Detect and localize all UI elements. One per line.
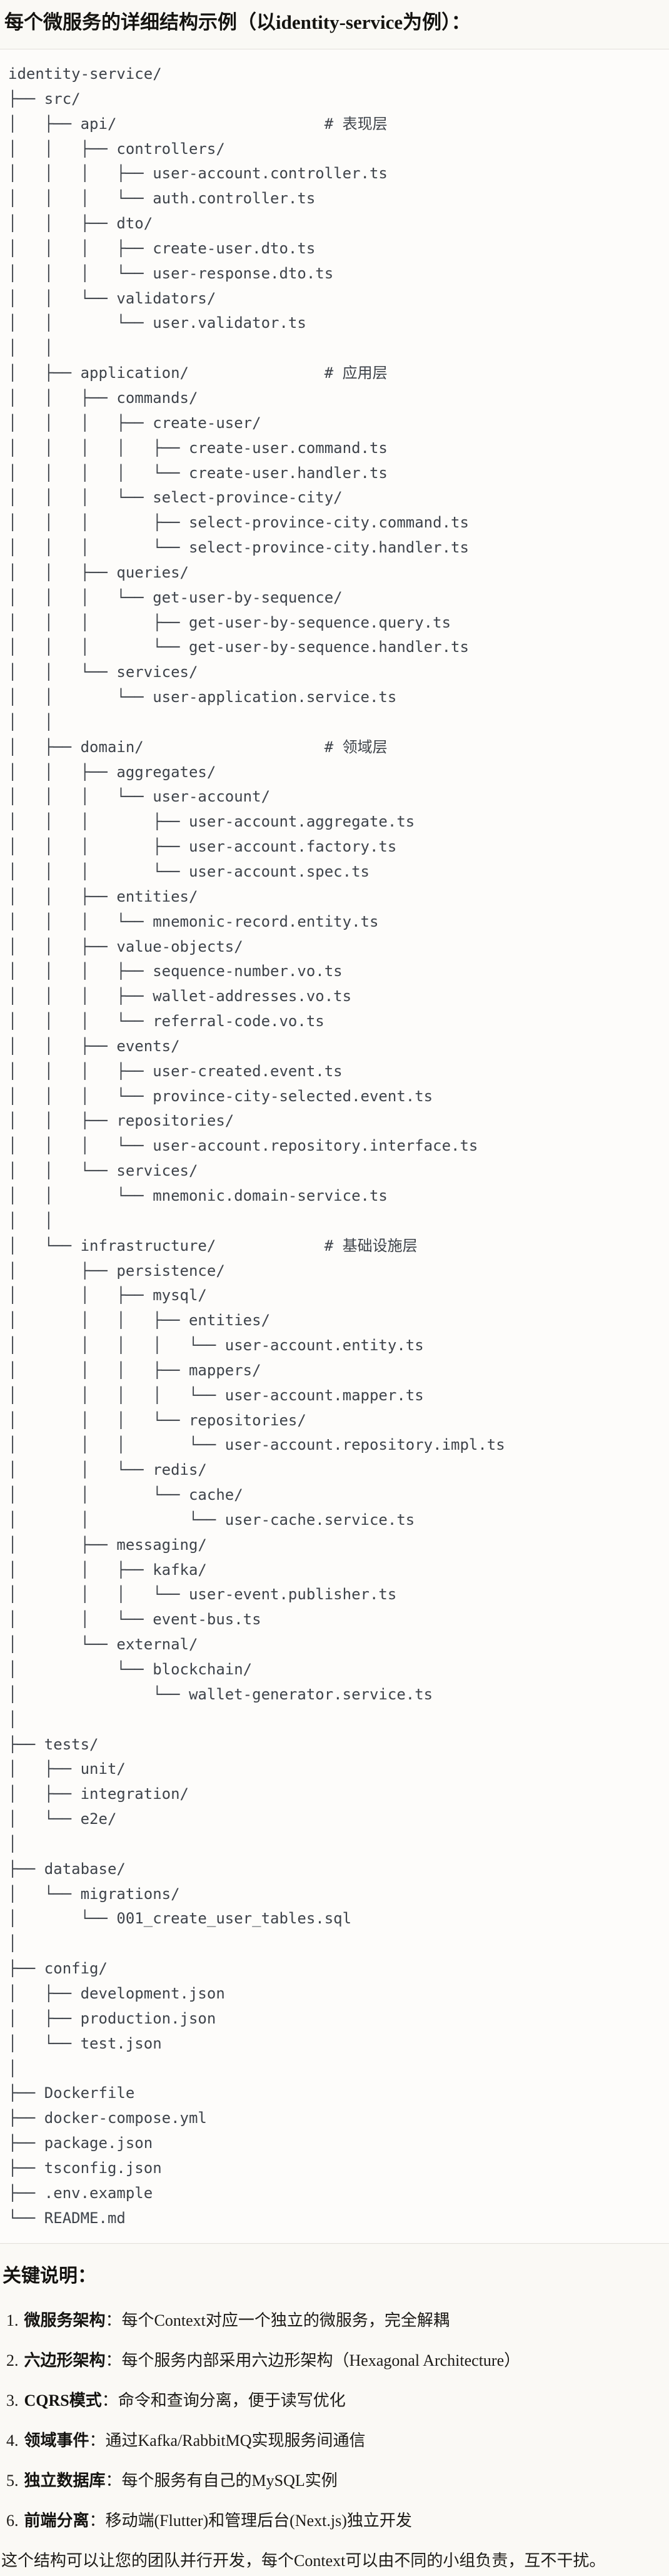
note-description: ：每个Context对应一个独立的微服务，完全解耦 xyxy=(105,2311,450,2330)
note-description: ：每个服务有自己的MySQL实例 xyxy=(105,2472,338,2490)
note-number: 2. xyxy=(6,2351,19,2370)
directory-tree-text: identity-service/ ├── src/ │ ├── api/ # … xyxy=(8,65,505,2227)
note-item-4: 4. 领域事件：通过Kafka/RabbitMQ实现服务间通信 xyxy=(6,2430,664,2451)
closing-paragraph: 这个结构可以让您的团队并行开发，每个Context可以由不同的小组负责，互不干扰… xyxy=(1,2552,606,2570)
note-description: ：每个服务内部采用六边形架构（Hexagonal Architecture） xyxy=(105,2351,521,2370)
note-term: 前端分离 xyxy=(24,2512,89,2530)
note-description: ：命令和查询分离，便于读写优化 xyxy=(101,2391,346,2410)
note-term: 领域事件 xyxy=(24,2431,89,2450)
directory-tree-code-block: identity-service/ ├── src/ │ ├── api/ # … xyxy=(0,49,669,2244)
note-term: CQRS模式 xyxy=(24,2391,102,2410)
note-item-3: 3. CQRS模式：命令和查询分离，便于读写优化 xyxy=(6,2390,664,2411)
note-number: 6. xyxy=(6,2512,19,2530)
note-number: 3. xyxy=(6,2391,19,2410)
note-description: ：移动端(Flutter)和管理后台(Next.js)独立开发 xyxy=(89,2512,412,2530)
notes-list: 1. 微服务架构：每个Context对应一个独立的微服务，完全解耦 2. 六边形架构… xyxy=(0,2310,669,2531)
note-item-1: 1. 微服务架构：每个Context对应一个独立的微服务，完全解耦 xyxy=(6,2310,664,2331)
note-term: 独立数据库 xyxy=(24,2472,106,2490)
note-item-5: 5. 独立数据库：每个服务有自己的MySQL实例 xyxy=(6,2470,664,2491)
note-description: ：通过Kafka/RabbitMQ实现服务间通信 xyxy=(89,2431,366,2450)
note-number: 5. xyxy=(6,2472,19,2490)
note-term: 六边形架构 xyxy=(24,2351,106,2370)
note-term: 微服务架构 xyxy=(24,2311,106,2330)
page-title: 每个微服务的详细结构示例（以identity-service为例）： xyxy=(4,11,471,33)
notes-heading: 关键说明： xyxy=(3,2266,96,2287)
note-number: 1. xyxy=(6,2311,19,2330)
note-item-2: 2. 六边形架构：每个服务内部采用六边形架构（Hexagonal Architec… xyxy=(6,2350,664,2371)
note-number: 4. xyxy=(6,2431,19,2450)
note-item-6: 6. 前端分离：移动端(Flutter)和管理后台(Next.js)独立开发 xyxy=(6,2510,664,2531)
